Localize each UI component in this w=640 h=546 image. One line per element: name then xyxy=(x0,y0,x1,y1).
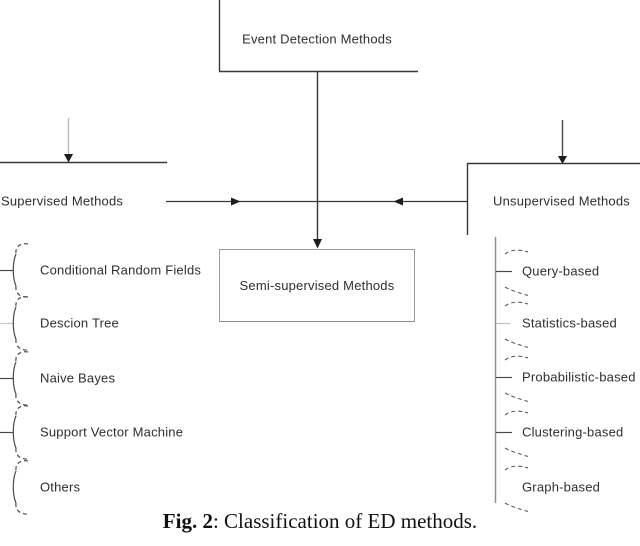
semi-supervised-box: Semi-supervised Methods xyxy=(219,249,415,322)
arrow-down-left-icon xyxy=(64,154,73,163)
unsupervised-item: Clustering-based xyxy=(522,424,624,440)
brace-icon xyxy=(12,405,29,460)
arrow-down-right-icon xyxy=(558,156,567,164)
supervised-item: Naive Bayes xyxy=(40,370,116,386)
supervised-node-label: Supervised Methods xyxy=(1,193,124,209)
arrow-left-icon xyxy=(393,197,403,206)
unsupervised-item: Graph-based xyxy=(522,479,601,495)
unsupervised-item: Probabilistic-based xyxy=(522,369,636,385)
brace-icon xyxy=(12,296,29,351)
arrow-right-icon xyxy=(231,197,241,206)
root-node-label: Event Detection Methods xyxy=(242,31,392,47)
unsupervised-item: Statistics-based xyxy=(522,315,617,331)
unsupervised-node-label: Unsupervised Methods xyxy=(493,193,630,209)
caption-figure-number: Fig. 2 xyxy=(162,509,213,533)
unsupervised-item: Query-based xyxy=(522,263,600,279)
brace-icon xyxy=(12,460,29,515)
supervised-item: Descion Tree xyxy=(40,315,119,331)
supervised-item: Support Vector Machine xyxy=(40,424,184,440)
figure-caption: Fig. 2: Classification of ED methods. xyxy=(0,509,640,534)
supervised-item: Others xyxy=(40,479,81,495)
caption-text: : Classification of ED methods. xyxy=(212,509,478,533)
brace-icon xyxy=(12,243,29,298)
supervised-item: Conditional Random Fields xyxy=(40,262,202,278)
semi-supervised-node-label: Semi-supervised Methods xyxy=(239,278,395,293)
arrow-down-center-icon xyxy=(313,239,322,249)
brace-icon xyxy=(12,351,29,406)
